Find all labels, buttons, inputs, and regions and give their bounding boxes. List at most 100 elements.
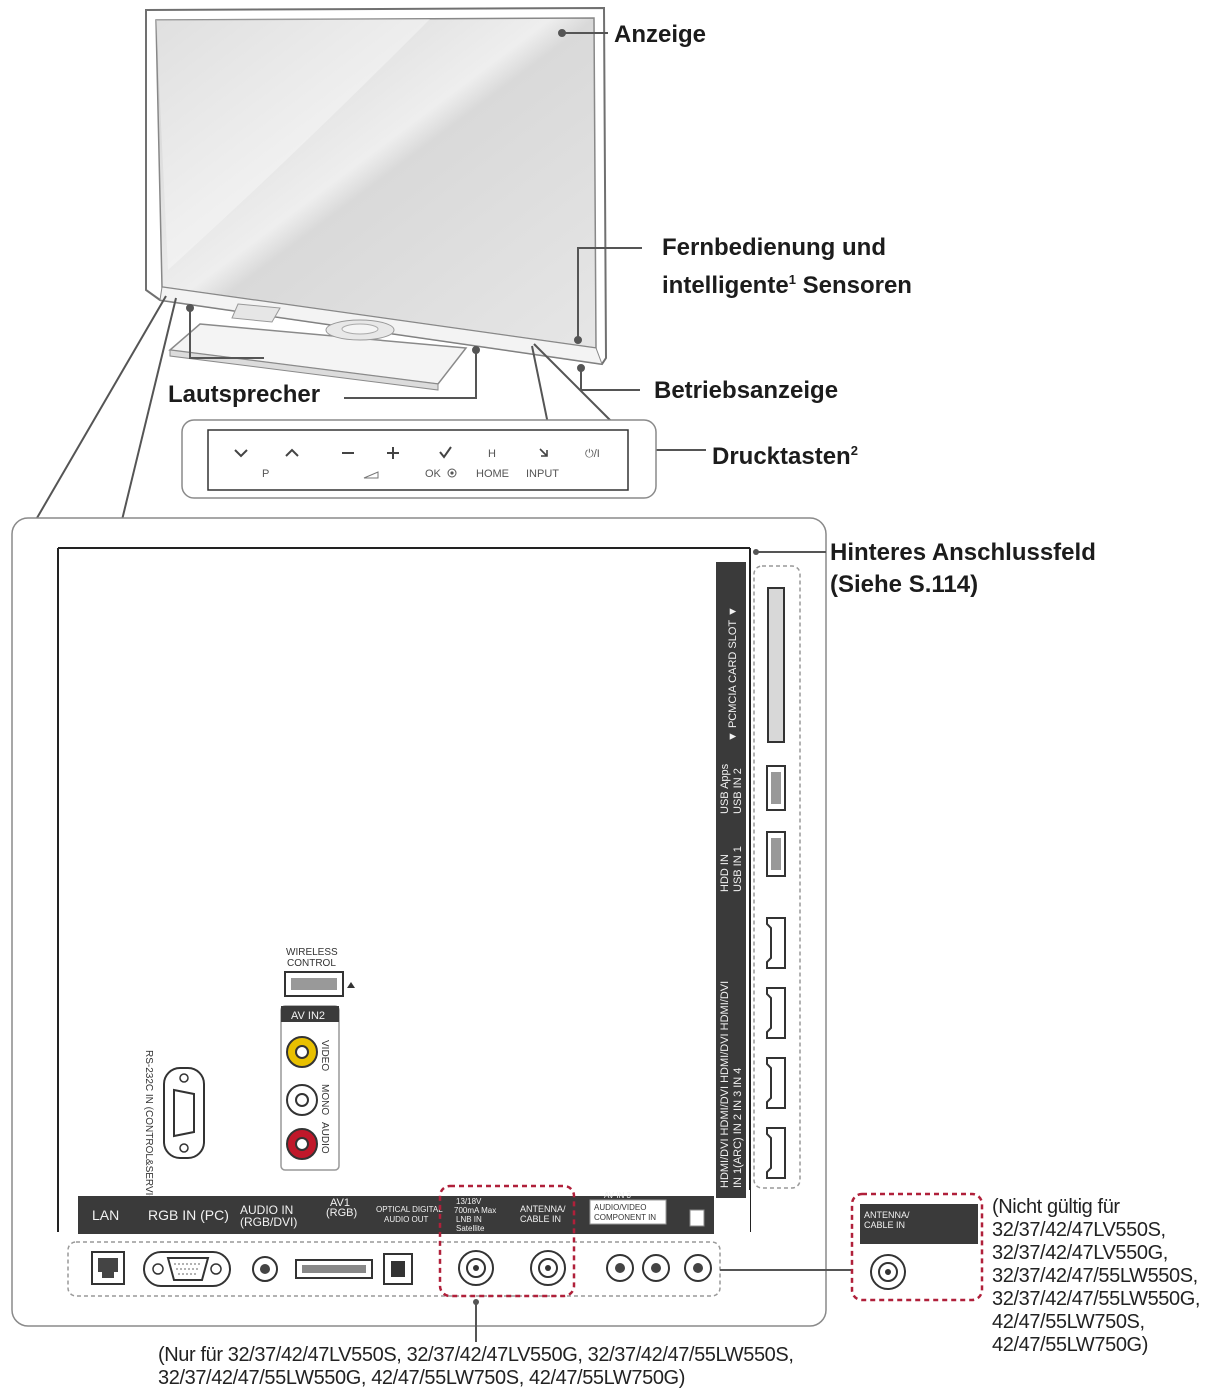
svg-text:AV IN 3: AV IN 3 [604, 1191, 632, 1200]
optical-out-port[interactable] [383, 1253, 413, 1285]
svg-text:INPUT: INPUT [526, 468, 559, 480]
lnb-in-jack[interactable] [458, 1250, 494, 1286]
svg-text:AUDIO IN: AUDIO IN [240, 1203, 293, 1217]
svg-text:CABLE IN: CABLE IN [520, 1214, 561, 1224]
button-ok[interactable]: OK [425, 446, 457, 480]
side-strip-labels: ▼ PCMCIA CARD SLOT ▼ USB Apps USB IN 2 H… [719, 606, 744, 1188]
leader-lines-front [29, 29, 706, 531]
bottom-port-labels: LAN RGB IN (PC) AUDIO IN (RGB/DVI) AV1 (… [92, 1191, 632, 1233]
hdmi-port-1[interactable] [766, 1127, 786, 1179]
av-in3-sub2: COMPONENT IN [594, 1213, 656, 1222]
wireless-control-port[interactable] [284, 971, 355, 997]
av-in2-video-jack[interactable] [286, 1036, 318, 1068]
note-right-line1: (Nicht gültig für [992, 1196, 1120, 1218]
av1-scart-port[interactable] [295, 1259, 373, 1279]
label-sensors-text-a: intelligente [662, 272, 789, 299]
label-sensors-text-b: Sensoren [795, 272, 912, 299]
label-buttons-text: Drucktasten [712, 443, 851, 470]
note-right-line7: 42/47/55LW750G) [992, 1334, 1148, 1356]
switch-icon [689, 1209, 705, 1227]
svg-text:⏻/I: ⏻/I [585, 448, 600, 460]
label-rear-panel-line1: Hinteres Anschlussfeld [830, 539, 1096, 566]
label-power-indicator: Betriebsanzeige [654, 377, 839, 404]
note-right-line6: 42/47/55LW750S, [992, 1311, 1145, 1333]
button-home[interactable]: H HOME [476, 448, 509, 480]
av-in2-audio-left-jack[interactable] [286, 1084, 318, 1116]
rgb-in-port[interactable] [143, 1251, 231, 1287]
label-sensors-line1: Fernbedienung und [662, 234, 886, 261]
note-right-line2: 32/37/42/47LV550S, [992, 1219, 1166, 1241]
label-speaker: Lautsprecher [168, 381, 321, 408]
svg-text:IN 1(ARC) IN 2 IN 3 IN 4: IN 1(ARC) IN 2 IN 3 IN 4 [732, 1068, 744, 1188]
svg-text:H: H [488, 448, 496, 460]
svg-text:OPTICAL DIGITAL: OPTICAL DIGITAL [376, 1205, 443, 1214]
svg-text:USB IN 1: USB IN 1 [732, 846, 744, 892]
volume-icon [363, 471, 379, 479]
button-power[interactable]: ⏻/I [585, 448, 600, 460]
label-buttons: Drucktasten2 [712, 436, 858, 472]
svg-text:AV1: AV1 [330, 1197, 350, 1209]
label-sensors-footnote: 1 [788, 272, 796, 287]
av-in2-label: AV IN2 [291, 1010, 325, 1022]
svg-text:(RGB/DVI): (RGB/DVI) [240, 1215, 297, 1229]
note-right-line5: 32/37/42/47/55LW550G, [992, 1288, 1201, 1310]
note-right-line4: 32/37/42/47/55LW550S, [992, 1265, 1198, 1287]
mono-label: MONO [319, 1084, 330, 1115]
component-jack-1[interactable] [606, 1254, 634, 1282]
label-buttons-footnote: 2 [850, 443, 858, 458]
svg-text:13/18V: 13/18V [456, 1197, 482, 1206]
hdmi-port-4[interactable] [766, 917, 786, 969]
svg-text:LAN: LAN [92, 1207, 119, 1223]
svg-text:USB IN 2: USB IN 2 [732, 768, 744, 814]
wireless-label-2: CONTROL [287, 958, 336, 969]
button-input[interactable]: INPUT [526, 448, 559, 480]
button-panel: P OK H HOME INPUT ⏻/I [181, 419, 657, 499]
svg-text:HDMI/DVI HDMI/DVI HDMI/DVI HDM: HDMI/DVI HDMI/DVI HDMI/DVI HDMI/DVI [719, 981, 731, 1188]
label-sensors-line2: intelligente1 Sensoren [662, 265, 912, 301]
audio-label: AUDIO [319, 1122, 330, 1154]
svg-text:LNB IN: LNB IN [456, 1215, 482, 1224]
button-vol-up[interactable] [387, 447, 399, 459]
button-prog-up[interactable] [285, 448, 299, 457]
button-p-label: P [262, 468, 269, 480]
svg-text:ANTENNA/: ANTENNA/ [520, 1204, 566, 1214]
svg-text:OK: OK [425, 468, 442, 480]
av-in2-audio-right-jack[interactable] [286, 1128, 318, 1160]
usb-port-1[interactable] [766, 831, 786, 877]
lan-port[interactable] [91, 1251, 125, 1285]
inset-antenna-panel: ANTENNA/ CABLE IN [850, 1192, 984, 1302]
tv-front [145, 6, 608, 391]
note-bottom-line1: (Nur für 32/37/42/47LV550S, 32/37/42/47L… [158, 1344, 794, 1366]
svg-text:RGB IN (PC): RGB IN (PC) [148, 1207, 229, 1223]
rs232-label: RS-232C IN (CONTROL&SERVICE) [143, 1050, 154, 1213]
hdmi-port-3[interactable] [766, 987, 786, 1039]
label-rear-panel-line2: (Siehe S.114) [830, 571, 979, 598]
rs232-port[interactable] [163, 1067, 205, 1159]
svg-text:USB Apps: USB Apps [719, 763, 731, 814]
svg-text:HDD IN: HDD IN [719, 854, 731, 892]
component-jack-3[interactable] [684, 1254, 712, 1282]
rear-panel: ▼ PCMCIA CARD SLOT ▼ USB Apps USB IN 2 H… [11, 517, 852, 1342]
note-right-line3: 32/37/42/47LV550G, [992, 1242, 1168, 1264]
usb-port-2[interactable] [766, 765, 786, 811]
label-display: Anzeige [614, 21, 707, 48]
inset-antenna-jack[interactable] [870, 1254, 906, 1290]
av-in3-sub1: AUDIO/VIDEO [594, 1203, 646, 1212]
note-bottom-line2: 32/37/42/47/55LW550G, 42/47/55LW750S, 42… [158, 1367, 685, 1389]
hdmi-port-2[interactable] [766, 1057, 786, 1109]
pcmcia-slot[interactable] [767, 587, 785, 743]
svg-text:700mA Max: 700mA Max [454, 1206, 496, 1215]
button-prog-down[interactable] [234, 449, 248, 458]
svg-text:Satellite: Satellite [456, 1224, 485, 1233]
svg-text:CABLE IN: CABLE IN [864, 1220, 905, 1230]
svg-text:HOME: HOME [476, 468, 509, 480]
audio-in-jack[interactable] [252, 1256, 278, 1282]
wireless-label-1: WIRELESS [286, 947, 338, 958]
component-jack-2[interactable] [642, 1254, 670, 1282]
svg-text:(RGB): (RGB) [326, 1207, 357, 1219]
svg-text:ANTENNA/: ANTENNA/ [864, 1210, 910, 1220]
svg-text:AUDIO OUT: AUDIO OUT [384, 1215, 429, 1224]
antenna-in-jack[interactable] [530, 1250, 566, 1286]
svg-text:▼ PCMCIA CARD SLOT ▼: ▼ PCMCIA CARD SLOT ▼ [727, 606, 739, 742]
